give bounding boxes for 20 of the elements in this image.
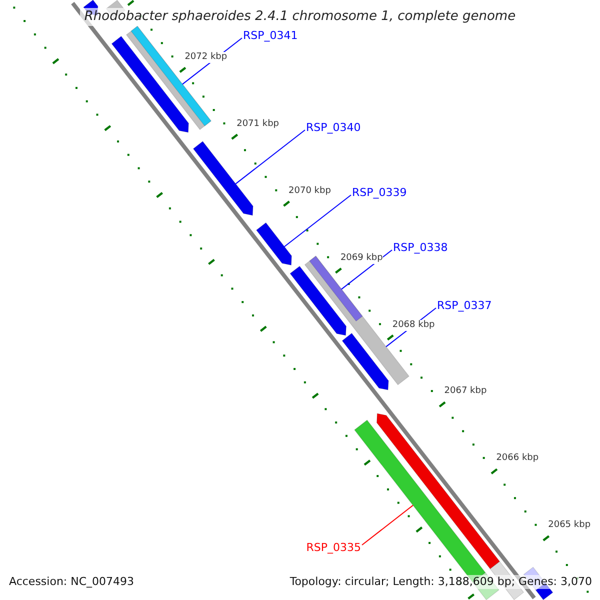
gene-label: RSP_0338	[393, 241, 448, 254]
gene-segment	[290, 266, 346, 336]
tick-label: 2066 kbp	[496, 453, 539, 464]
gene-label: RSP_0337	[437, 299, 492, 312]
tick-label: 2072 kbp	[184, 52, 228, 63]
gene-label: RSP_0339	[352, 186, 407, 199]
tick-label: 2071 kbp	[236, 118, 280, 130]
gene-segment	[342, 332, 389, 390]
gene-segment	[256, 222, 292, 266]
genome-stats-text: Topology: circular; Length: 3,188,609 bp; Genes: 3,070	[290, 575, 592, 589]
gene-segment	[192, 140, 254, 216]
tick-label: 2069 kbp	[340, 252, 383, 264]
accession-text: Accession: NC_007493	[9, 575, 134, 589]
tick-label: 2067 kbp	[444, 386, 487, 398]
gene-label: RSP_0335	[306, 541, 361, 554]
gene-label: RSP_0340	[306, 121, 361, 134]
tick-label: 2065 kbp	[548, 520, 591, 532]
gene-label: RSP_0341	[243, 29, 298, 42]
tick-label: 2068 kbp	[392, 320, 435, 330]
tick-label: 2070 kbp	[288, 186, 331, 197]
